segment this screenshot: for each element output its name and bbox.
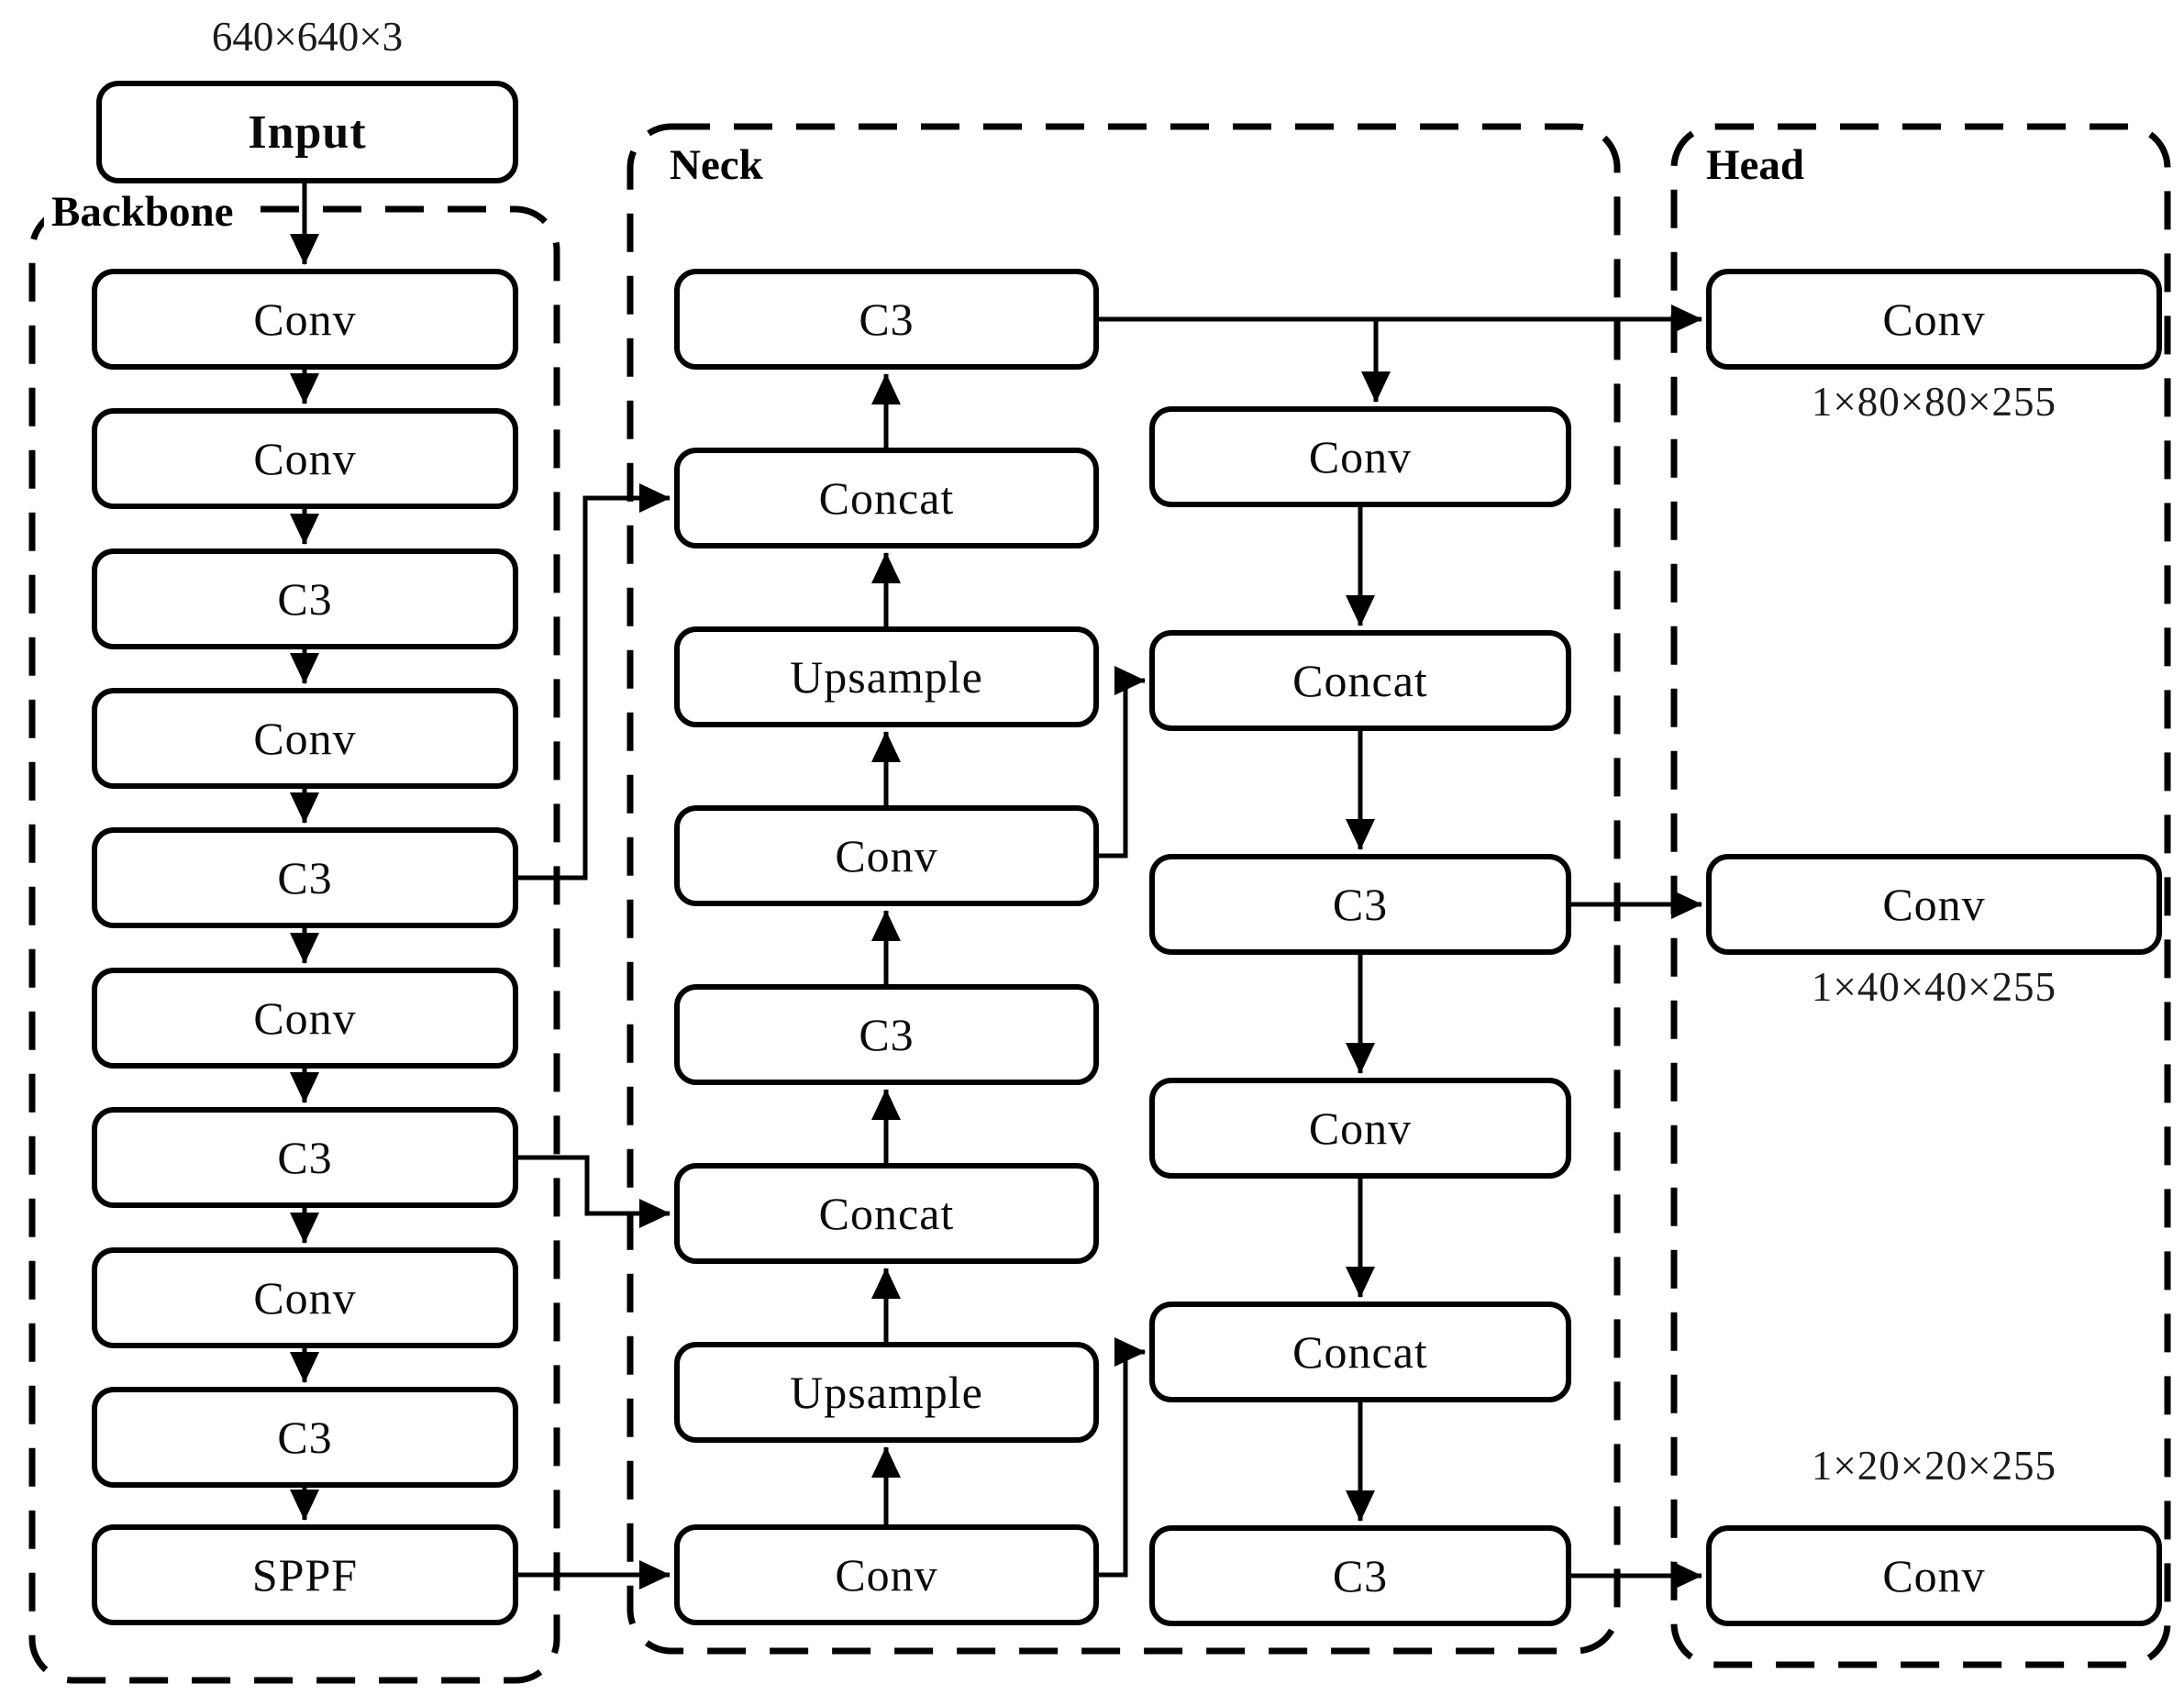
- neck-left-concat-2: Concat: [674, 1163, 1099, 1264]
- skip-conv-to-concat-right-lower: [1099, 1337, 1146, 1578]
- backbone-node-sppf: SPPF: [92, 1524, 518, 1625]
- input-node: Input: [96, 81, 518, 183]
- neck-left-c3-mid: C3: [674, 984, 1099, 1085]
- head-conv-p5: Conv: [1706, 1525, 2162, 1626]
- neck-right-conv-1: Conv: [1149, 406, 1571, 507]
- backbone-frame: [28, 205, 560, 1684]
- backbone-node-c3-4: C3: [92, 1387, 518, 1488]
- backbone-node-conv-2: Conv: [92, 408, 518, 509]
- neck-frame: [626, 123, 1621, 1655]
- neck-left-upsample-1: Upsample: [674, 626, 1099, 727]
- head-conv-p4: Conv: [1706, 854, 2162, 955]
- head-section-label: Head: [1699, 141, 1813, 190]
- neck-section-label: Neck: [662, 141, 770, 190]
- backbone-node-conv-3: Conv: [92, 688, 518, 789]
- neck-right-c3-2: C3: [1149, 1525, 1571, 1626]
- neck-left-conv-1: Conv: [674, 805, 1099, 906]
- neck-right-concat-2: Concat: [1149, 1302, 1571, 1402]
- backbone-node-c3-1: C3: [92, 548, 518, 649]
- head-output-dims-40: 1×40×40×255: [1811, 964, 2057, 1010]
- backbone-node-c3-3: C3: [92, 1107, 518, 1208]
- neck-right-concat-1: Concat: [1149, 630, 1571, 731]
- neck-right-conv-2: Conv: [1149, 1078, 1571, 1179]
- backbone-node-conv-4: Conv: [92, 968, 518, 1069]
- neck-left-c3-top: C3: [674, 269, 1099, 370]
- neck-left-upsample-2: Upsample: [674, 1342, 1099, 1443]
- backbone-node-conv-5: Conv: [92, 1247, 518, 1348]
- head-output-dims-20: 1×20×20×255: [1811, 1443, 2057, 1489]
- skip-c3-p3-to-concat-upper: [518, 483, 671, 881]
- input-dims-label: 640×640×3: [211, 14, 404, 60]
- neck-left-concat-1: Concat: [674, 448, 1099, 548]
- neck-right-c3-1: C3: [1149, 854, 1571, 955]
- backbone-node-conv-1: Conv: [92, 269, 518, 370]
- head-output-dims-80: 1×80×80×255: [1811, 379, 2057, 425]
- neck-left-conv-2: Conv: [674, 1524, 1099, 1625]
- skip-conv-to-concat-right-upper: [1099, 666, 1146, 859]
- head-conv-p3: Conv: [1706, 269, 2162, 370]
- backbone-section-label: Backbone: [44, 188, 241, 237]
- skip-c3-p4-to-concat-lower: [518, 1155, 671, 1228]
- backbone-node-c3-2: C3: [92, 827, 518, 928]
